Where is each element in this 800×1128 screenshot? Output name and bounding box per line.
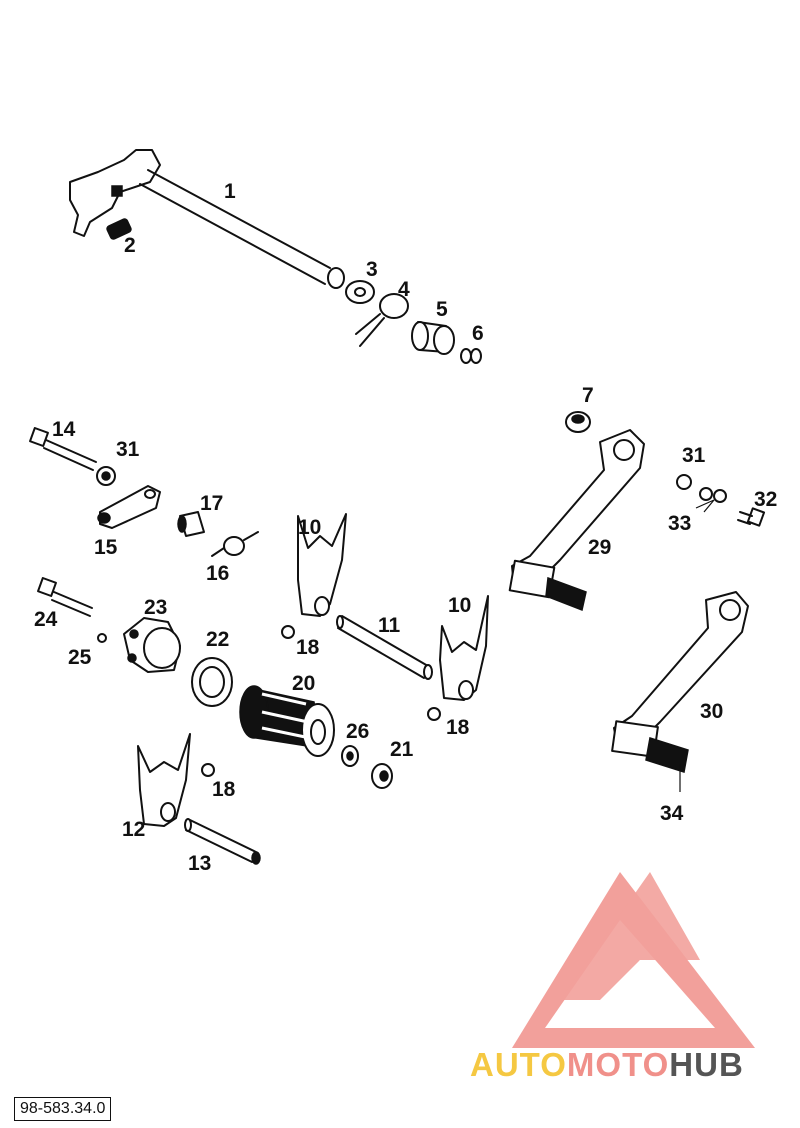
part-17-sleeve: [177, 511, 205, 537]
callout-labels: 1 2 3 4 5 6 7 14 31 15 17 16 10 29 31 32…: [34, 180, 777, 875]
callout-16: 16: [206, 562, 229, 585]
callout-6: 6: [472, 322, 484, 345]
callout-32: 32: [754, 488, 777, 511]
part-25-pin: [97, 633, 107, 643]
callout-18-c: 18: [212, 778, 236, 801]
part-18-roller-c: [201, 763, 215, 777]
part-32-bolt: [737, 507, 766, 527]
part-21-bush: [371, 763, 393, 789]
part-31-washer-left: [96, 466, 116, 486]
callout-10-lower: 10: [448, 594, 471, 617]
part-14-bolt: [29, 427, 97, 471]
callout-30: 30: [700, 700, 723, 723]
callout-22: 22: [206, 628, 229, 651]
callout-18-a: 18: [296, 636, 320, 659]
callout-14: 14: [52, 418, 76, 441]
callout-11: 11: [378, 614, 401, 637]
part-18-roller-a: [281, 625, 295, 639]
callout-13: 13: [188, 852, 211, 875]
watermark-logo: [512, 872, 755, 1048]
part-10-fork-upper: [297, 513, 347, 617]
part-20-shift-drum: [239, 685, 335, 757]
callout-34: 34: [660, 802, 684, 825]
part-31-washer-right: [676, 474, 692, 490]
callout-31-left: 31: [116, 438, 140, 461]
part-26-washer: [341, 745, 359, 767]
callout-17: 17: [200, 492, 223, 515]
part-23-shift-cam: [123, 617, 181, 673]
callout-15: 15: [94, 536, 118, 559]
part-13-rod: [184, 818, 261, 865]
part-12-fork-bottom: [137, 733, 191, 827]
callout-10-upper: 10: [298, 516, 321, 539]
callout-31-right: 31: [682, 444, 706, 467]
callout-25: 25: [68, 646, 92, 669]
part-16-spring: [211, 531, 259, 557]
part-4-circlip: [355, 293, 409, 347]
part-24-bolt: [37, 577, 93, 617]
callout-26: 26: [346, 720, 369, 743]
callout-33: 33: [668, 512, 691, 535]
callout-5: 5: [436, 298, 448, 321]
part-2-spring: [106, 218, 132, 240]
part-33-nut: [695, 487, 727, 513]
part-11-rod: [336, 615, 433, 680]
part-22-bearing: [191, 657, 233, 707]
reference-code: 98-583.34.0: [14, 1097, 112, 1121]
callout-18-b: 18: [446, 716, 470, 739]
callout-12: 12: [122, 818, 145, 841]
part-29-shift-lever: [508, 429, 645, 612]
part-10-fork-lower: [439, 595, 489, 701]
callout-23: 23: [144, 596, 167, 619]
callout-29: 29: [588, 536, 611, 559]
part-18-roller-b: [427, 707, 441, 721]
callout-21: 21: [390, 738, 414, 761]
callout-3: 3: [366, 258, 378, 281]
part-15-lever: [97, 485, 161, 529]
watermark-text: AUTOMOTOHUB: [470, 1046, 744, 1083]
callout-7: 7: [582, 384, 594, 407]
callout-20: 20: [292, 672, 315, 695]
part-7-bush: [565, 411, 591, 433]
part-3-washer: [345, 280, 375, 304]
callout-1: 1: [224, 180, 236, 203]
callout-24: 24: [34, 608, 58, 631]
part-5-bushing: [411, 321, 455, 355]
part-30-kick-lever: [611, 591, 749, 773]
callout-4: 4: [398, 278, 410, 301]
callout-2: 2: [124, 234, 136, 257]
part-1-shift-shaft: [69, 149, 345, 289]
part-6-o-rings: [460, 348, 482, 364]
